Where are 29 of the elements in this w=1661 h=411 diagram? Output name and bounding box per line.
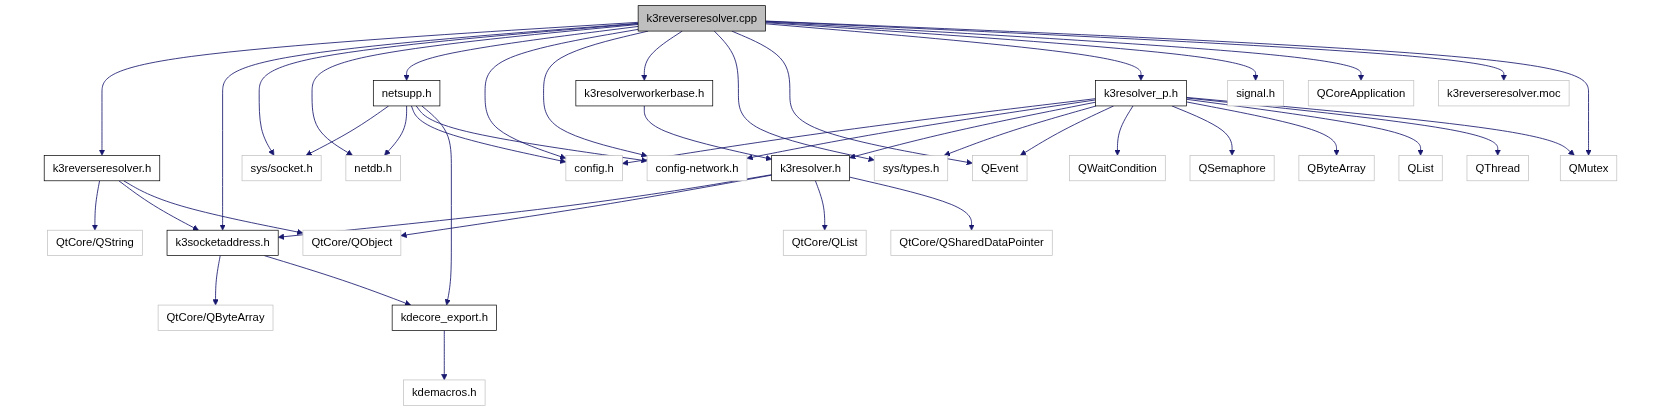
node-box: kdemacros.h — [403, 379, 486, 406]
node-box: config.h — [565, 155, 623, 182]
node-box: QtCore/QSharedDataPointer — [890, 229, 1053, 256]
node-box: QtCore/QObject — [302, 229, 402, 256]
node-box: QtCore/QByteArray — [157, 304, 274, 331]
node-box: k3socketaddress.h — [166, 229, 279, 256]
node-box: QWaitCondition — [1069, 155, 1166, 182]
node-box: k3reverseresolver.cpp — [637, 5, 766, 32]
node-box: signal.h — [1227, 80, 1284, 107]
node-box: sys/types.h — [873, 155, 949, 182]
node-box: QCoreApplication — [1307, 80, 1415, 107]
node-box: config-network.h — [646, 155, 748, 182]
node-box: kdecore_export.h — [391, 304, 497, 331]
node-box: k3reverseresolver.h — [43, 155, 161, 182]
node-box: k3resolver.h — [771, 155, 850, 182]
node-box: k3resolver_p.h — [1095, 80, 1187, 107]
node-box: QtCore/QString — [47, 229, 143, 256]
node-box: QMutex — [1559, 155, 1618, 182]
node-box: QEvent — [972, 155, 1028, 182]
node-box: k3resolverworkerbase.h — [575, 80, 714, 107]
node-box: netdb.h — [345, 155, 401, 182]
node-box: netsupp.h — [372, 80, 441, 107]
node-box: QSemaphore — [1189, 155, 1275, 182]
node-box: QtCore/QList — [782, 229, 867, 256]
node-box: QByteArray — [1298, 155, 1375, 182]
node-box: k3reverseresolver.moc — [1438, 80, 1570, 107]
node-box: QList — [1398, 155, 1443, 182]
node-box: sys/socket.h — [241, 155, 322, 182]
node-box: QThread — [1466, 155, 1529, 182]
